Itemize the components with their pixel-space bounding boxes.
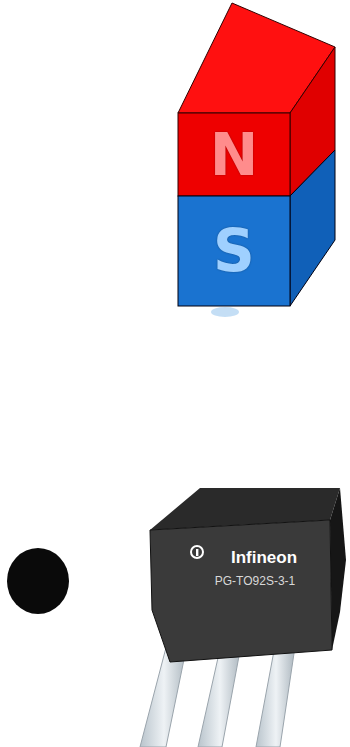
bar-magnet xyxy=(178,3,335,317)
magnet-dot xyxy=(7,548,69,614)
to92-package xyxy=(150,488,346,662)
node-label: Infineon xyxy=(213,548,297,568)
node-sublabel: PG-TO92S-3-1 xyxy=(215,574,295,588)
node-label: N xyxy=(210,126,259,184)
magnet-south-pole: S xyxy=(178,196,290,306)
node-label: S xyxy=(213,222,255,280)
package-face: InfineonPG-TO92S-3-1 xyxy=(182,528,328,608)
magnet-north-pole: N xyxy=(178,113,290,196)
